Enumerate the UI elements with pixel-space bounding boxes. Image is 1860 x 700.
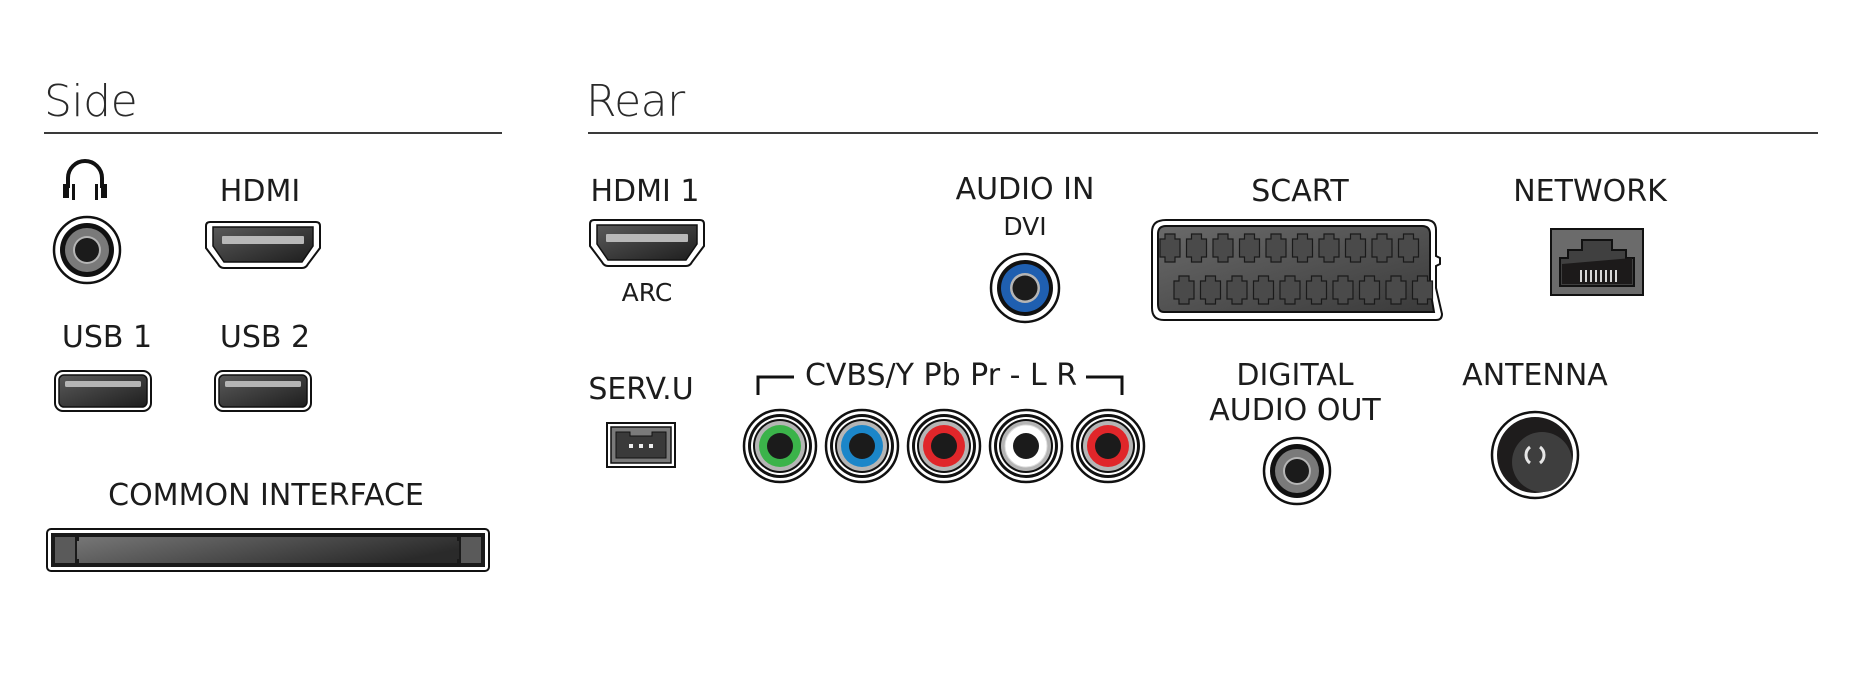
- headphones-icon: [63, 159, 107, 200]
- scart-pin: [1318, 233, 1340, 263]
- serv-u-label: SERV.U: [588, 372, 694, 407]
- rca-jack-cvbs-y[interactable]: [742, 408, 818, 484]
- component-label: CVBS/Y Pb Pr - L R: [804, 358, 1078, 393]
- network-port[interactable]: [1550, 228, 1646, 298]
- rca-jack-audio-l[interactable]: [988, 408, 1064, 484]
- side-divider: [44, 132, 502, 134]
- headphone-jack[interactable]: [52, 215, 122, 285]
- hdmi1-port[interactable]: [588, 218, 706, 270]
- scart-port[interactable]: [1150, 218, 1450, 322]
- hdmi1-label: HDMI 1: [590, 174, 700, 209]
- scart-pin: [1279, 275, 1301, 305]
- rca-jack-pb[interactable]: [824, 408, 900, 484]
- audio-in-label: AUDIO IN: [955, 172, 1095, 207]
- audio-in-dvi-label: DVI: [1003, 212, 1047, 241]
- scart-pin: [1397, 233, 1420, 263]
- side-heading: Side: [44, 76, 138, 127]
- scart-pin: [1159, 233, 1181, 263]
- scart-pin: [1212, 233, 1234, 263]
- scart-label: SCART: [1251, 174, 1349, 209]
- digital-audio-out-label-line1: DIGITAL: [1236, 358, 1354, 393]
- side-hdmi-port[interactable]: [204, 220, 322, 272]
- scart-pin: [1411, 275, 1434, 305]
- rear-heading: Rear: [586, 76, 685, 127]
- component-jacks: [742, 408, 1146, 488]
- digital-audio-out-label-line2: AUDIO OUT: [1209, 393, 1381, 428]
- side-hdmi-label: HDMI: [219, 174, 301, 209]
- scart-pin: [1305, 275, 1328, 305]
- scart-pin: [1252, 275, 1275, 305]
- rca-jack-pr[interactable]: [906, 408, 982, 484]
- hdmi1-arc-label: ARC: [621, 278, 673, 307]
- scart-pin: [1385, 275, 1407, 305]
- scart-pin: [1185, 233, 1208, 263]
- scart-pin: [1332, 275, 1354, 305]
- digital-audio-out-jack[interactable]: [1262, 436, 1332, 506]
- common-interface-label: COMMON INTERFACE: [108, 478, 424, 513]
- serv-u-port[interactable]: [606, 422, 678, 470]
- common-interface-slot[interactable]: [46, 528, 492, 574]
- antenna-label: ANTENNA: [1462, 358, 1608, 393]
- scart-pin: [1226, 275, 1248, 305]
- scart-pin: [1173, 275, 1195, 305]
- component-bracket: [756, 375, 1124, 395]
- rear-divider: [588, 132, 1818, 134]
- audio-in-jack[interactable]: [989, 252, 1061, 324]
- scart-pin: [1238, 233, 1261, 263]
- network-label: NETWORK: [1513, 174, 1667, 209]
- rca-jack-audio-r[interactable]: [1070, 408, 1146, 484]
- usb2-label: USB 2: [219, 320, 311, 355]
- usb1-label: USB 1: [61, 320, 153, 355]
- scart-pins: [1159, 233, 1434, 305]
- antenna-connector[interactable]: [1490, 410, 1580, 500]
- scart-pin: [1344, 233, 1367, 263]
- scart-pin: [1371, 233, 1393, 263]
- scart-pin: [1265, 233, 1287, 263]
- usb2-port[interactable]: [214, 370, 314, 414]
- usb1-port[interactable]: [54, 370, 154, 414]
- scart-pin: [1358, 275, 1381, 305]
- scart-pin: [1291, 233, 1314, 263]
- scart-pin: [1199, 275, 1222, 305]
